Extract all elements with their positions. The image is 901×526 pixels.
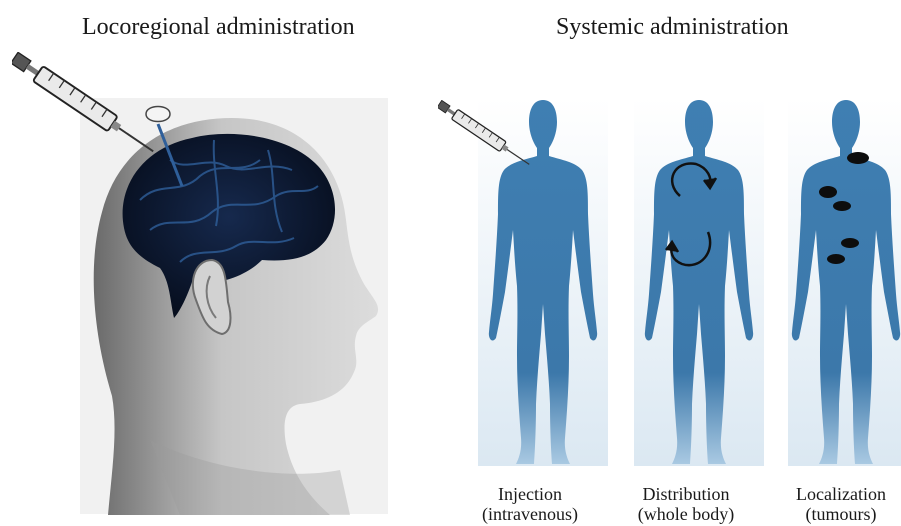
stage-caption-localization: Localization (tumours) bbox=[766, 484, 901, 524]
stage-caption-injection: Injection (intravenous) bbox=[455, 484, 605, 524]
stage-caption-distribution: Distribution (whole body) bbox=[611, 484, 761, 524]
